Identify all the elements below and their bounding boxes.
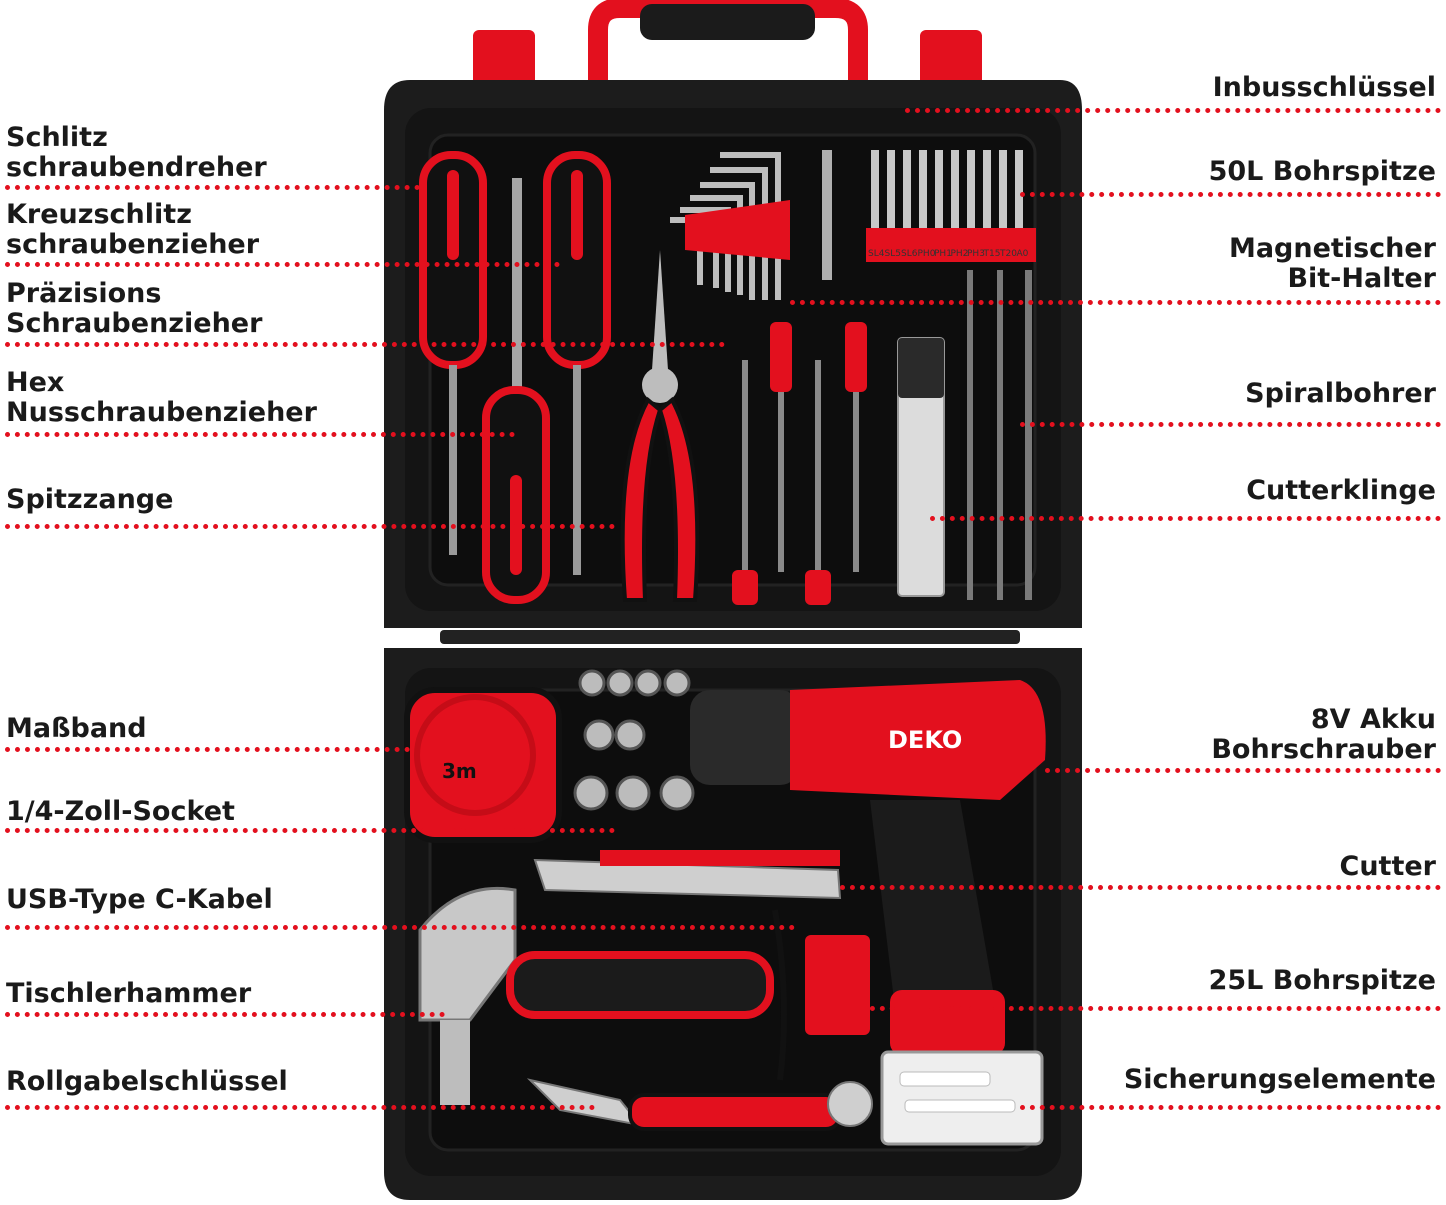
leader-line-spiral <box>1020 422 1441 427</box>
label-kreuzschlitzschraubenzieher: Kreuzschlitz schraubenzieher <box>6 199 260 260</box>
leader-line-hex <box>5 432 515 437</box>
bit-label: SL6 <box>901 249 918 259</box>
leader-line-bohr25 <box>860 1006 1441 1011</box>
leader-line-kreuz <box>5 262 560 267</box>
claw-hammer <box>418 886 774 1105</box>
bit-label: T15 <box>983 249 1001 259</box>
label-spitzzange: Spitzzange <box>6 484 174 515</box>
label-cutter: Cutter <box>1339 851 1436 882</box>
leader-line-akku <box>1045 768 1441 773</box>
twist-drill-bits <box>967 270 1032 600</box>
label-inbusschluessel: Inbusschlüssel <box>1212 72 1436 103</box>
leader-line-cutter <box>840 885 1441 890</box>
leader-line-praezision <box>5 342 725 347</box>
adjustable-wrench <box>526 1078 873 1131</box>
drill-brand-text: DEKO <box>888 726 962 754</box>
label-tischlerhammer: Tischlerhammer <box>6 978 252 1009</box>
leader-line-socket <box>5 828 615 833</box>
bit-label: PH0 <box>918 249 936 259</box>
precision-screwdrivers <box>732 322 867 605</box>
magnetic-bit-holder <box>822 150 832 280</box>
bit-label: SL4 <box>868 249 885 259</box>
label-schlitzschraubendreher: Schlitz schraubendreher <box>6 122 267 183</box>
leader-line-sicherung <box>1020 1105 1441 1110</box>
leader-line-bithalter <box>790 300 1441 305</box>
leader-line-hammer <box>5 1012 445 1017</box>
leader-line-rollgabel <box>5 1105 595 1110</box>
label-massband: Maßband <box>6 713 147 744</box>
leader-line-massband <box>5 747 410 752</box>
bit-label: SL5 <box>885 249 901 259</box>
label-socket: 1/4-Zoll-Socket <box>6 796 235 827</box>
fixings-box <box>880 1050 1044 1146</box>
leader-line-usb <box>5 925 795 930</box>
label-rollgabelschluessel: Rollgabelschlüssel <box>6 1066 288 1097</box>
needle-nose-pliers <box>620 250 700 602</box>
leader-line-inbus <box>905 108 1441 113</box>
bit-set-25 <box>805 935 870 1035</box>
screwdriver-phillips <box>543 151 611 575</box>
label-usb-kabel: USB-Type C-Kabel <box>6 884 273 915</box>
label-spiralbohrer: Spiralbohrer <box>1245 378 1436 409</box>
label-sicherungselemente: Sicherungselemente <box>1123 1064 1436 1095</box>
label-magnetischer-bit-halter: Magnetischer Bit-Halter <box>1228 233 1436 294</box>
label-praezisionsschraubenzieher: Präzisions Schraubenzieher <box>6 278 263 339</box>
utility-knife <box>533 850 842 900</box>
bit-label: PH2 <box>951 249 969 259</box>
leader-line-zange <box>5 524 615 529</box>
screwdriver-slotted <box>419 151 487 555</box>
socket-set <box>573 669 695 811</box>
bit-label: PH3 <box>967 249 985 259</box>
leader-line-schlitz <box>5 185 420 190</box>
tape-measure: 3m <box>404 687 562 843</box>
label-hex-nusschraubenzieher: Hex Nusschraubenzieher <box>6 367 317 428</box>
usb-c-cable <box>772 909 787 1081</box>
bit-label: A0 <box>1017 249 1029 259</box>
bit-label: PH1 <box>934 249 952 259</box>
cutter-blade-pack <box>897 337 945 597</box>
label-cutterklinge: Cutterklinge <box>1246 475 1436 506</box>
label-50l-bohrspitze: 50L Bohrspitze <box>1208 156 1436 187</box>
leader-line-klinge <box>930 516 1441 521</box>
leader-line-bohr50 <box>1020 192 1441 197</box>
case-hinge <box>440 630 1020 644</box>
allen-key-holder <box>685 200 790 260</box>
label-akku-bohrschrauber: 8V Akku Bohrschrauber <box>1211 704 1436 765</box>
label-25l-bohrspitze: 25L Bohrspitze <box>1208 965 1436 996</box>
bit-label: T20 <box>999 249 1017 259</box>
tape-length-text: 3m <box>442 759 477 783</box>
